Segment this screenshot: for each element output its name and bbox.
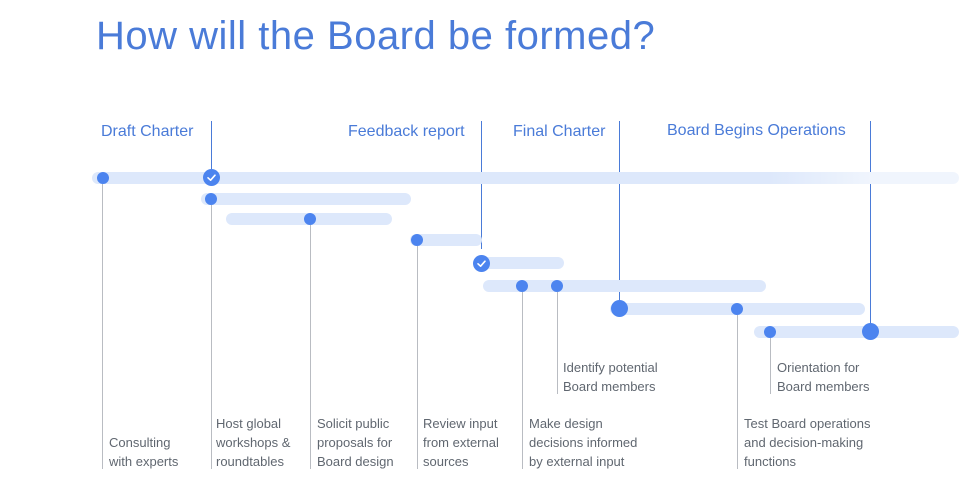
page-title: How will the Board be formed?: [96, 14, 656, 58]
timeline-bar-orientation: [754, 326, 959, 338]
check-icon: [203, 169, 220, 186]
dot-orientation: [764, 326, 776, 338]
dot-proposals: [304, 213, 316, 225]
timeline-bar-review: [410, 234, 482, 246]
guide-line-test: [737, 314, 738, 469]
guide-line-design: [522, 290, 523, 469]
guide-line-identify: [557, 290, 558, 394]
timeline-bar-workshops: [201, 193, 411, 205]
dot-consulting: [97, 172, 109, 184]
dot-board-begins: [862, 323, 879, 340]
dot-identify: [551, 280, 563, 292]
guide-line-workshops: [211, 204, 212, 469]
check-icon: [473, 255, 490, 272]
guide-line-orientation: [770, 337, 771, 394]
milestone-final-charter: Final Charter: [513, 123, 606, 140]
dot-review: [411, 234, 423, 246]
dot-test: [731, 303, 743, 315]
milestone-board-begins: Board Begins Operations: [667, 122, 846, 139]
guide-line-proposals: [310, 224, 311, 469]
milestone-draft-charter: Draft Charter: [101, 123, 194, 140]
milestone-line-board-begins: [870, 121, 871, 325]
milestone-line-draft-charter: [211, 121, 212, 173]
milestone-line-final-charter: [619, 121, 620, 301]
dot-final-charter: [611, 300, 628, 317]
timeline-bar-main: [92, 172, 959, 184]
guide-line-review: [417, 245, 418, 469]
dot-workshops: [205, 193, 217, 205]
dot-design: [516, 280, 528, 292]
guide-line-consulting: [102, 184, 103, 469]
milestone-line-feedback-report: [481, 121, 482, 249]
milestone-feedback-report: Feedback report: [348, 123, 465, 140]
timeline-bar-feedback: [475, 257, 564, 269]
